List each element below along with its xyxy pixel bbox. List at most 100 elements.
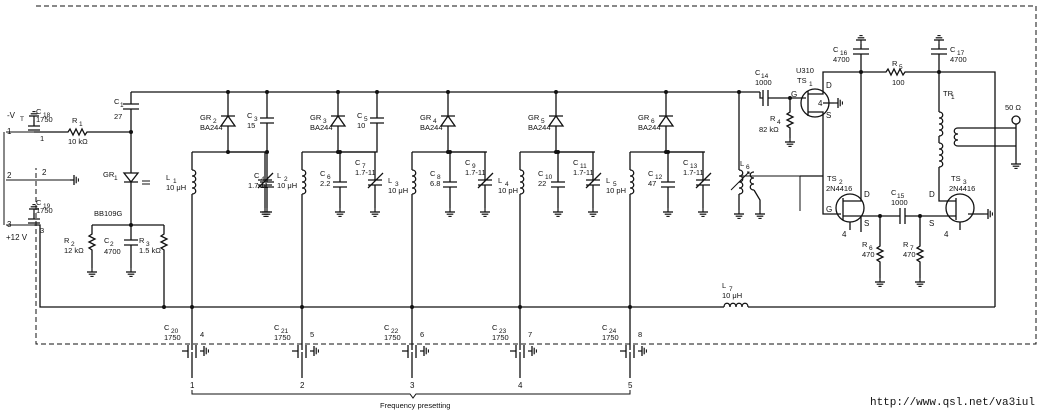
svg-text:1750: 1750 [164,333,181,342]
svg-text:L: L [388,176,392,185]
supply-pin-3: 3 [7,220,12,229]
svg-text:6.8: 6.8 [430,179,440,188]
svg-text:2: 2 [110,241,114,248]
svg-text:7: 7 [910,245,914,252]
svg-text:9: 9 [472,163,476,170]
svg-text:C: C [274,323,280,332]
svg-text:GR: GR [310,113,322,122]
svg-text:R: R [862,240,868,249]
svg-text:GR: GR [528,113,540,122]
svg-text:14: 14 [761,73,769,80]
svg-text:C: C [36,107,42,116]
svg-text:47: 47 [648,179,656,188]
svg-text:3: 3 [395,181,399,188]
svg-text:G: G [791,90,797,99]
svg-text:L: L [166,173,170,182]
supply-neg-label: -V [7,111,16,120]
svg-text:15: 15 [897,193,905,200]
preset-number: 4 [518,381,523,390]
svg-text:6: 6 [327,174,331,181]
svg-text:1: 1 [120,102,124,109]
svg-text:R: R [72,116,78,125]
svg-text:7: 7 [528,330,532,339]
TR1-transformer: TR1 [938,72,1016,190]
svg-text:C: C [573,158,579,167]
svg-text:L: L [606,176,610,185]
svg-text:BA244: BA244 [200,123,223,132]
svg-text:3: 3 [254,116,258,123]
svg-text:15: 15 [247,121,255,130]
svg-text:1: 1 [79,121,83,128]
supply-pin-1: 1 [7,127,12,136]
svg-text:7: 7 [362,163,366,170]
svg-text:C: C [538,169,544,178]
svg-text:C: C [648,169,654,178]
svg-text:D: D [826,81,832,90]
svg-text:1000: 1000 [755,78,772,87]
svg-text:1750: 1750 [274,333,291,342]
supply-pin-2-label: 2 [42,168,47,177]
svg-text:10 kΩ: 10 kΩ [68,137,88,146]
svg-text:L: L [498,176,502,185]
svg-text:C: C [357,111,363,120]
svg-text:1: 1 [114,175,118,182]
svg-text:82 kΩ: 82 kΩ [759,125,779,134]
svg-text:1.7-11: 1.7-11 [573,168,594,177]
svg-text:1: 1 [173,178,177,185]
svg-text:C: C [465,158,471,167]
svg-text:5: 5 [899,64,903,71]
output-terminal: 50 Ω [1005,103,1022,170]
svg-text:C: C [247,111,253,120]
svg-text:C: C [492,323,498,332]
source-url: http://www.qsl.net/va3iul [869,397,1035,409]
svg-text:10: 10 [545,174,553,181]
svg-text:1.7-11: 1.7-11 [355,168,376,177]
svg-text:4: 4 [818,99,823,108]
svg-text:4: 4 [842,230,847,239]
svg-text:C: C [683,158,689,167]
svg-text:4: 4 [505,181,509,188]
svg-text:27: 27 [114,112,122,121]
preset-number: 1 [190,381,195,390]
svg-text:470: 470 [862,250,875,259]
preset-brace: Frequency presetting [191,390,631,410]
svg-text:TS: TS [797,76,807,85]
svg-text:5: 5 [364,116,368,123]
svg-text:19: 19 [43,203,51,210]
svg-text:6: 6 [651,118,655,125]
svg-text:D: D [864,190,870,199]
board-outline [35,5,1037,345]
svg-text:1000: 1000 [891,198,908,207]
svg-text:13: 13 [690,163,698,170]
svg-text:3: 3 [40,226,44,235]
svg-text:7: 7 [729,286,733,293]
svg-text:C: C [602,323,608,332]
svg-text:16: 16 [840,50,848,57]
svg-text:4700: 4700 [833,55,850,64]
svg-text:2N4416: 2N4416 [826,184,852,193]
preset-number: 2 [300,381,305,390]
svg-text:50 Ω: 50 Ω [1005,103,1021,112]
svg-text:22: 22 [391,328,399,335]
svg-text:C: C [950,45,956,54]
svg-text:U310: U310 [796,66,814,75]
